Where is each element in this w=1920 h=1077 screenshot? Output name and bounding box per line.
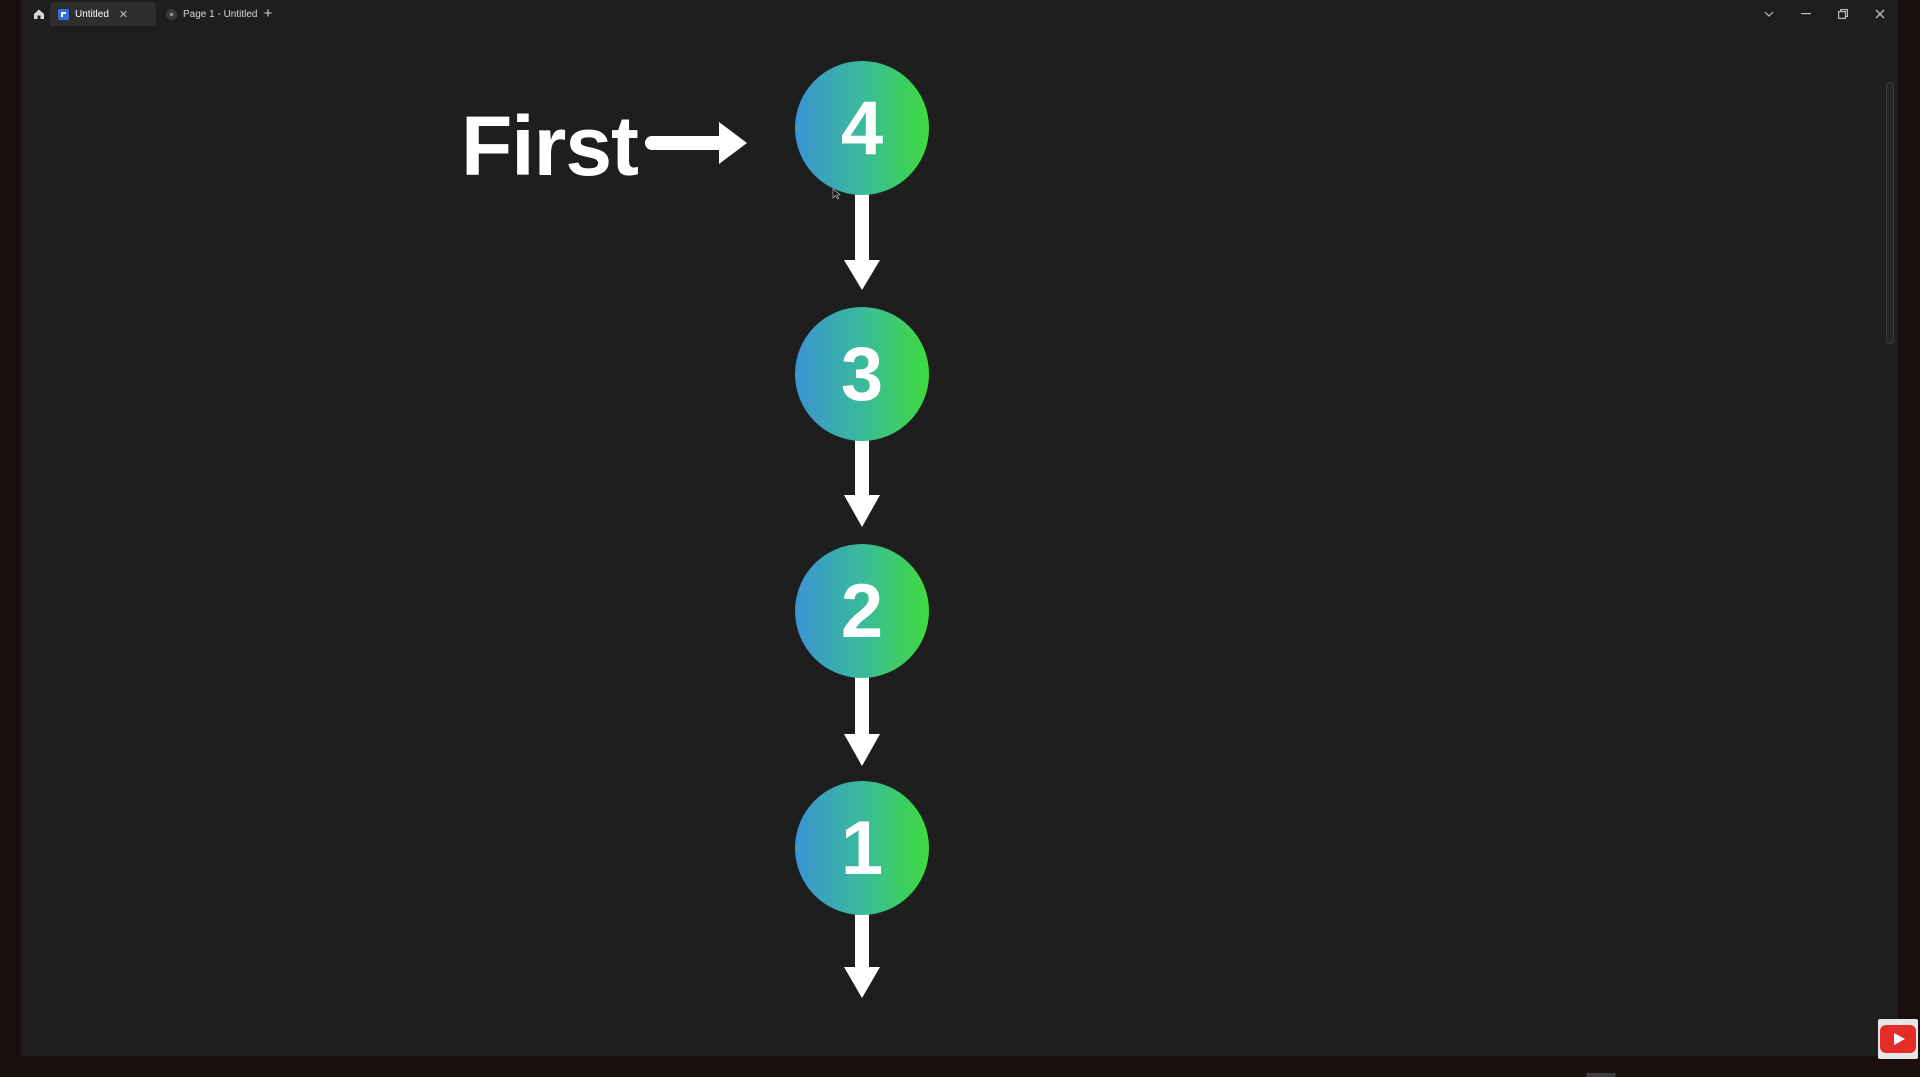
down-arrow <box>844 188 880 290</box>
tab-list-dropdown[interactable] <box>1754 3 1784 25</box>
list-node[interactable]: 3 <box>795 307 929 441</box>
tab-label: Untitled <box>75 8 109 20</box>
new-tab-button[interactable]: + <box>263 5 273 22</box>
youtube-badge[interactable] <box>1878 1019 1918 1059</box>
design-canvas[interactable]: First <box>21 28 1918 1077</box>
down-arrow <box>844 673 880 766</box>
tab-label: Page 1 - Untitled <box>183 8 258 20</box>
tab-page-1[interactable]: Page 1 - Untitled <box>158 2 278 26</box>
list-node[interactable]: 4 <box>795 61 929 195</box>
home-button[interactable] <box>26 3 52 25</box>
tab-close-button[interactable]: ✕ <box>118 8 129 21</box>
restore-button[interactable] <box>1828 3 1858 25</box>
mouse-cursor-icon <box>832 188 841 200</box>
down-arrow <box>844 436 880 527</box>
close-icon <box>1875 9 1885 19</box>
close-window-button[interactable] <box>1865 3 1895 25</box>
first-pointer-arrow <box>645 122 747 164</box>
first-label: First <box>461 99 639 193</box>
minimize-icon <box>1801 13 1811 15</box>
restore-icon <box>1838 9 1848 19</box>
home-icon <box>34 9 44 19</box>
horizontal-scrollbar[interactable] <box>1586 1073 1616 1077</box>
tab-untitled[interactable]: Untitled ✕ <box>50 2 156 26</box>
list-node[interactable]: 2 <box>795 544 929 678</box>
list-node[interactable]: 1 <box>795 781 929 915</box>
app-window: Untitled ✕ Page 1 - Untitled + <box>21 0 1918 1077</box>
left-frame-border <box>0 0 21 1056</box>
arrows-layer <box>645 122 880 998</box>
page-icon <box>166 8 177 20</box>
figma-file-icon <box>58 8 69 20</box>
chevron-down-icon <box>1764 11 1774 17</box>
tab-bar: Untitled ✕ Page 1 - Untitled + <box>21 0 1898 28</box>
right-frame-border <box>1898 0 1920 1056</box>
youtube-play-icon <box>1880 1025 1916 1053</box>
vertical-scrollbar[interactable] <box>1886 82 1894 344</box>
minimize-button[interactable] <box>1791 3 1821 25</box>
down-arrow <box>844 910 880 998</box>
